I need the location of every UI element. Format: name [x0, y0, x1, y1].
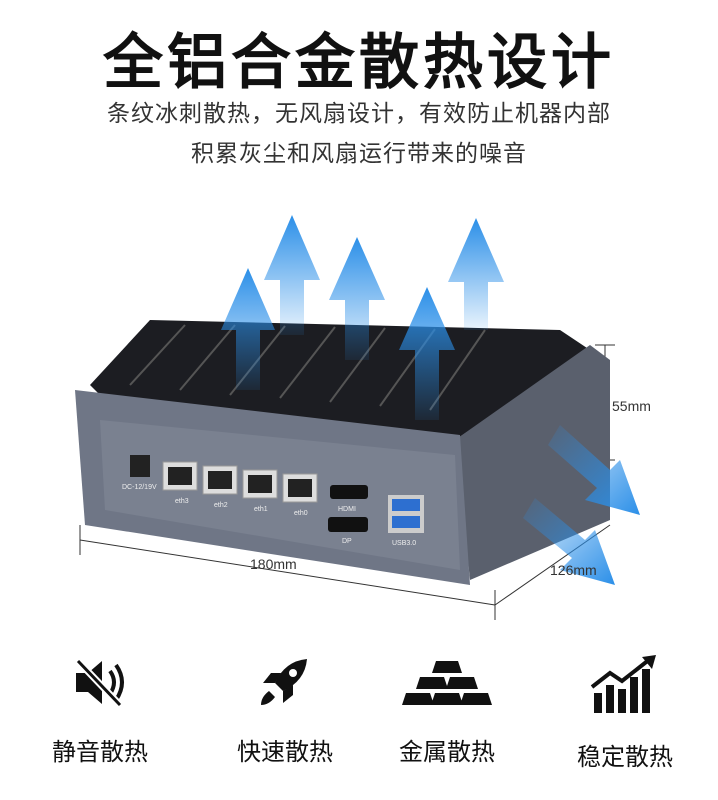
feature-label: 稳定散热	[577, 743, 673, 771]
feature-metal: 金属散热	[372, 655, 522, 767]
height-dimension: 55mm	[612, 398, 651, 414]
dp-port	[328, 517, 368, 532]
port-label: DC-12/19V	[122, 484, 157, 491]
feature-label: 金属散热	[399, 738, 495, 766]
feature-label: 静音散热	[52, 738, 148, 766]
port-label: eth0	[294, 510, 308, 517]
feature-silent: 静音散热	[25, 655, 175, 767]
chassis-side	[455, 345, 610, 580]
feature-stable: 稳定散热	[550, 655, 700, 772]
airflow-arrows	[221, 215, 504, 420]
mini-pc-illustration: DC-12/19V eth3 eth2 eth1 eth0 HDMI DP US…	[75, 215, 640, 620]
feature-fast: 快速散热	[210, 655, 360, 767]
port-label: eth1	[254, 506, 268, 513]
port-label: DP	[342, 538, 352, 545]
page-title: 全铝合金散热设计	[103, 28, 615, 98]
width-dimension: 180mm	[250, 556, 297, 572]
subtitle-line: 积累灰尘和风扇运行带来的噪音	[191, 141, 527, 167]
speaker-mute-icon	[75, 658, 124, 708]
port-label: USB3.0	[392, 540, 416, 547]
rocket-icon	[261, 659, 307, 705]
power-port	[130, 455, 150, 477]
feature-label: 快速散热	[237, 738, 333, 766]
gold-bars-icon	[402, 661, 492, 705]
subtitle-line: 条纹冰刺散热，无风扇设计，有效防止机器内部	[107, 101, 611, 127]
port-label: HDMI	[338, 506, 356, 513]
rising-chart-icon	[590, 655, 656, 713]
hdmi-port	[330, 485, 368, 499]
port-label: eth3	[175, 498, 189, 505]
port-label: eth2	[214, 502, 228, 509]
depth-dimension: 126mm	[550, 562, 597, 578]
